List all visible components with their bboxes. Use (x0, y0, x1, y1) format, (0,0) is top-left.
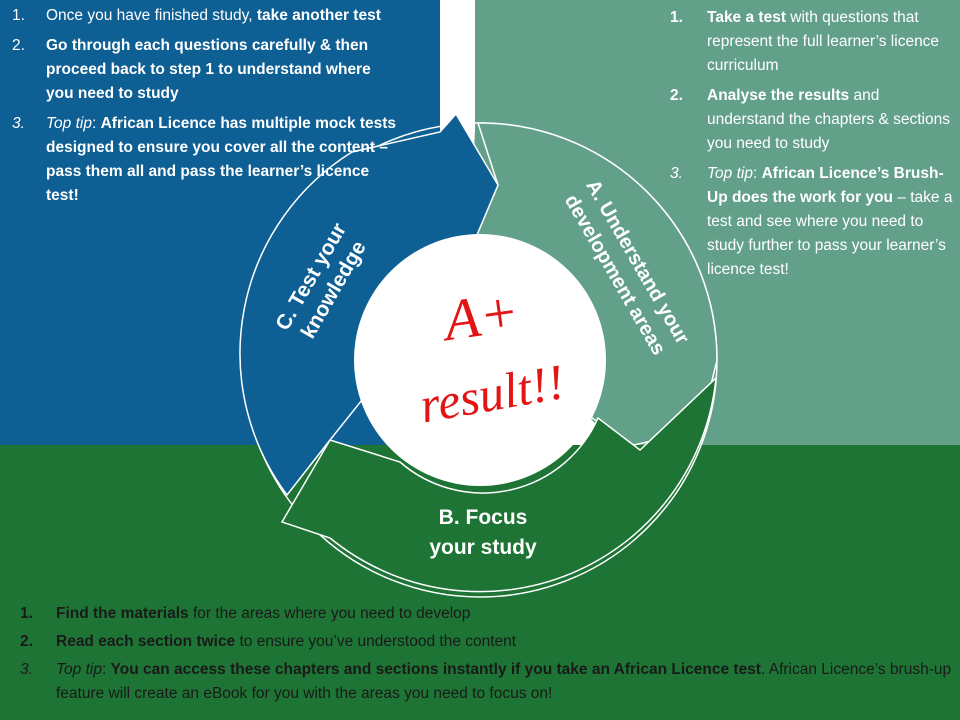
list-item-number: 1. (20, 605, 33, 622)
list-item: 2. Analyse the results and understand the… (660, 84, 960, 156)
list-item: 1. Once you have finished study, take ano… (0, 4, 400, 28)
list-item-text: . African Licence’s brush-up feature wil… (56, 661, 952, 702)
panel-c-steps: 1. Once you have finished study, take ano… (0, 4, 400, 214)
list-item-number: 3. (20, 661, 33, 678)
list-item-number: 3. (670, 165, 683, 182)
list-item-text: to ensure you’ve understood the content (235, 633, 517, 650)
list-item-text: : (752, 165, 762, 182)
list-item-text: Top tip (707, 165, 753, 182)
list-item-text: and understand the chapters & sections y… (707, 87, 950, 152)
list-item-number: 2. (12, 37, 25, 54)
list-item-text: : (101, 661, 111, 678)
list-item-text: – take a test and see where you need to … (707, 189, 953, 278)
list-item: 3. Top tip: African Licence has multiple … (0, 112, 400, 208)
list-item-text: Read each section twice (56, 633, 236, 650)
list-item-text: Analyse the results (707, 87, 850, 104)
list-item: 1. Find the materials for the areas where… (0, 602, 960, 626)
list-item-number: 1. (12, 7, 25, 24)
list-item-text: Top tip (46, 115, 92, 132)
list-item-text: take another test (256, 7, 381, 24)
list-item: 3. Top tip: You can access these chapters… (0, 658, 960, 706)
list-item-text: Find the materials (56, 605, 189, 622)
center-text-line1: A+ (436, 278, 523, 353)
list-item-text: Take a test (707, 9, 786, 26)
list-item-text: : (91, 115, 101, 132)
list-item-number: 2. (670, 87, 683, 104)
list-item-text: for the areas where you need to develop (188, 605, 471, 622)
stage-b-arrow (280, 376, 717, 593)
list-item-number: 3. (12, 115, 25, 132)
list-item: 2. Go through each questions carefully & … (0, 34, 400, 106)
stage-b-label-line2: your study (429, 536, 537, 559)
panel-a-list: 1. Take a test with questions that repres… (660, 6, 960, 282)
list-item: 3. Top tip: African Licence’s Brush-Up do… (660, 162, 960, 282)
list-item-text: African Licence’s Brush-Up does the work… (707, 165, 944, 206)
list-item: 2. Read each section twice to ensure you’… (0, 630, 960, 654)
list-item-text: with questions that represent the full l… (707, 9, 940, 74)
list-item-text: You can access these chapters and sectio… (110, 661, 761, 678)
list-item-text: Once you have finished study, (46, 7, 257, 24)
panel-b-list: 1. Find the materials for the areas where… (0, 602, 960, 706)
list-item-text: African Licence has multiple mock tests … (46, 115, 397, 204)
panel-c-list: 1. Once you have finished study, take ano… (0, 4, 400, 208)
panel-a-steps: 1. Take a test with questions that repres… (660, 6, 960, 288)
list-item-text: Go through each questions carefully & th… (46, 37, 371, 102)
panel-b-steps: 1. Find the materials for the areas where… (0, 602, 960, 710)
stage-b-label-line1: B. Focus (439, 506, 528, 529)
list-item: 1. Take a test with questions that repres… (660, 6, 960, 78)
list-item-number: 1. (670, 9, 683, 26)
center-disc (354, 234, 606, 486)
list-item-number: 2. (20, 633, 33, 650)
list-item-text: Top tip (56, 661, 102, 678)
